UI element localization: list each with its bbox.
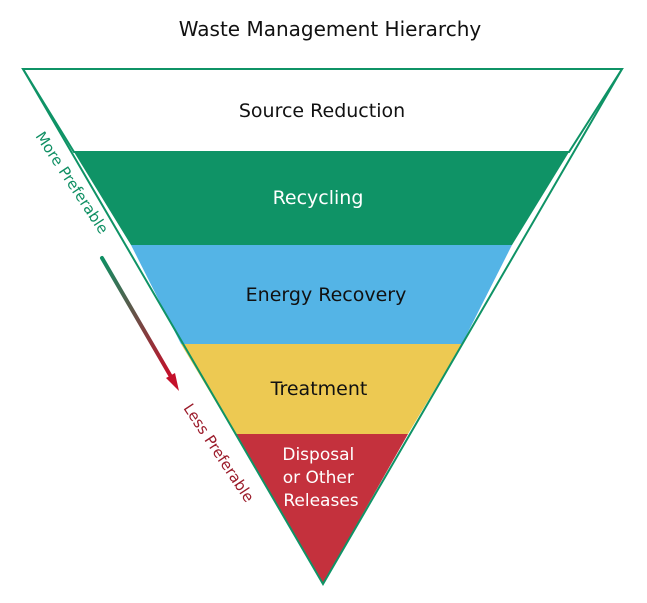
- tier-disposal-label: Disposal or Other Releases: [282, 445, 359, 511]
- tier-recycling-label: Recycling: [273, 187, 364, 209]
- tier-treatment-label: Treatment: [270, 378, 368, 400]
- diagram-title: Waste Management Hierarchy: [179, 17, 482, 41]
- hierarchy-outline: [21, 68, 624, 586]
- tier-disposal-band: [235, 434, 408, 584]
- preference-arrow: [100, 256, 179, 391]
- tier-recycling-band: [74, 152, 569, 245]
- tier-treatment-band: [181, 344, 462, 434]
- tier-energy-recovery-band: [131, 245, 512, 344]
- tier-energy-recovery-label: Energy Recovery: [246, 284, 407, 306]
- tier-source-reduction-label: Source Reduction: [239, 100, 405, 122]
